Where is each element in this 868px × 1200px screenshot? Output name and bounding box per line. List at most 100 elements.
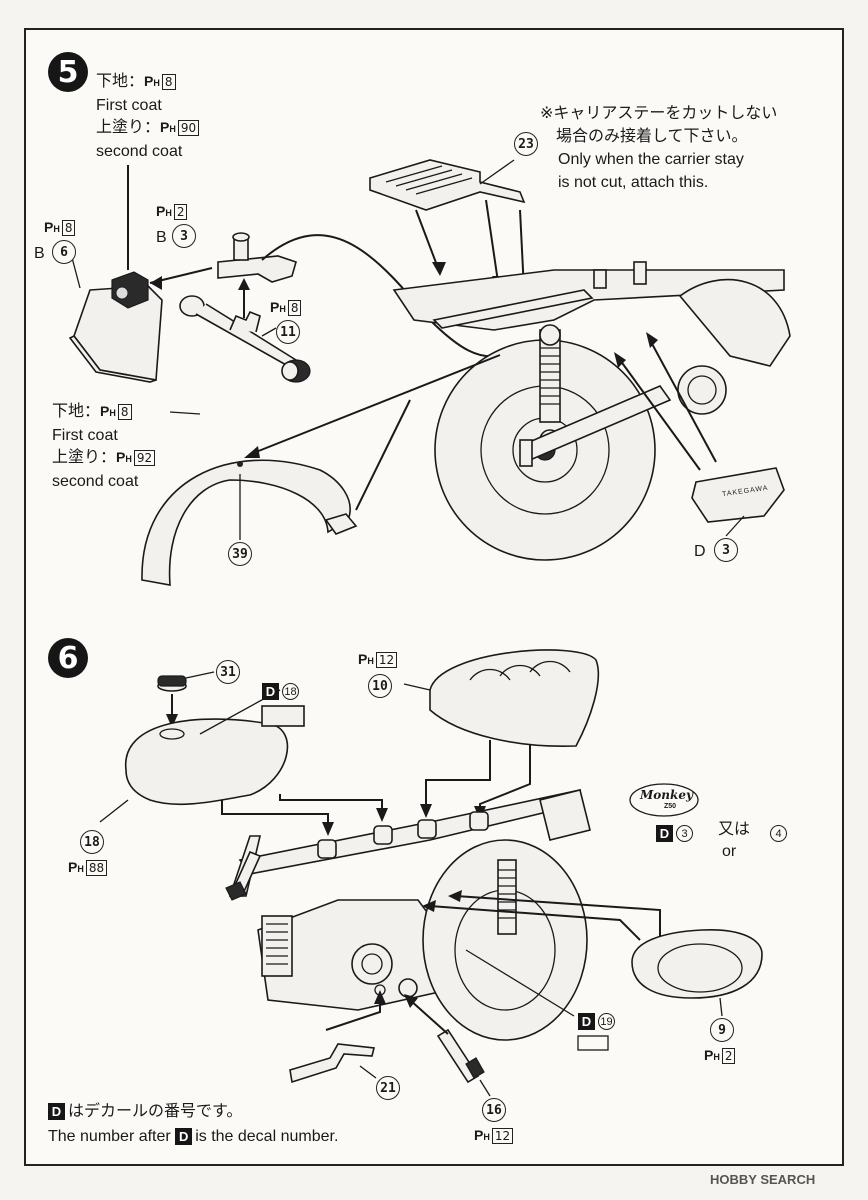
side-decal-alt: 4 bbox=[770, 822, 787, 845]
monkey-badge-sub: Z50 bbox=[664, 803, 677, 810]
paint-prefix: PH bbox=[704, 1047, 720, 1063]
bracket-part bbox=[217, 232, 297, 283]
part-number-39: 39 bbox=[228, 542, 252, 566]
decal-letter: D bbox=[175, 1128, 193, 1146]
paint-code: 2 bbox=[721, 1048, 736, 1064]
spark-plug-part bbox=[436, 1028, 485, 1084]
watermark: HOBBY SEARCH bbox=[710, 1172, 816, 1187]
legend-en-pre: The number after bbox=[48, 1128, 171, 1145]
paint-code: 8 bbox=[61, 220, 76, 236]
paint-code: 12 bbox=[375, 652, 398, 668]
paint-prefix: PH bbox=[44, 219, 60, 235]
paint-top-label: 上塗り： bbox=[52, 449, 117, 466]
paint-prefix: PH bbox=[116, 449, 132, 465]
part-number-31: 31 bbox=[216, 660, 240, 684]
decal-letter: D bbox=[578, 1013, 595, 1031]
part-number-21: 21 bbox=[376, 1076, 400, 1100]
part-number-3-bracket: 3 bbox=[172, 224, 196, 248]
headlight-letter: B bbox=[34, 245, 45, 262]
paint-prefix: PH bbox=[144, 73, 160, 89]
carrier-note-jp-1: ※キャリアステーをカットしない bbox=[540, 105, 778, 122]
engine-part bbox=[257, 899, 467, 1011]
paint-prefix: PH bbox=[68, 859, 84, 875]
paint-code: 88 bbox=[85, 860, 108, 876]
paint-base-label: 下地： bbox=[52, 403, 101, 420]
part-number-10: 10 bbox=[368, 674, 392, 698]
carrier-note-en-1: Only when the carrier stay bbox=[558, 151, 744, 168]
paint-code: 2 bbox=[173, 204, 188, 220]
paint-prefix: PH bbox=[100, 403, 116, 419]
monkey-badge-text: Monkey bbox=[640, 788, 693, 802]
side-cover-letter: D bbox=[694, 543, 706, 560]
side-decal-or-jp: 又は bbox=[718, 821, 751, 838]
headlight-mount-part bbox=[111, 271, 149, 309]
part-number-23: 23 bbox=[514, 132, 538, 156]
decal-number: 19 bbox=[598, 1013, 615, 1031]
paint-prefix: PH bbox=[156, 203, 172, 219]
step-number-6: 6 bbox=[48, 638, 88, 678]
paint-code: 12 bbox=[491, 1128, 514, 1144]
side-cover-part bbox=[691, 467, 785, 523]
rear-fender-part bbox=[141, 459, 358, 586]
decal-number: 4 bbox=[770, 825, 787, 843]
part-number-3-cover: 3 bbox=[714, 538, 738, 562]
paint-top-label: 上塗り： bbox=[96, 119, 161, 136]
paint-prefix: PH bbox=[358, 651, 374, 667]
decal-letter: D bbox=[656, 825, 673, 843]
paint-code: 8 bbox=[117, 404, 132, 420]
part-number-6: 6 bbox=[52, 240, 76, 264]
paint-code: 92 bbox=[133, 450, 156, 466]
carrier-rack-part bbox=[369, 159, 526, 211]
fender-second-coat: second coat bbox=[52, 473, 139, 490]
legend-en-post: is the decal number. bbox=[195, 1128, 339, 1145]
side-cover-part-9 bbox=[631, 929, 763, 999]
second-coat-label: second coat bbox=[96, 143, 183, 160]
decal-letter: D bbox=[262, 683, 279, 701]
paint-code: 8 bbox=[161, 74, 176, 90]
paint-prefix: PH bbox=[474, 1127, 490, 1143]
side-decal-or-en: or bbox=[722, 843, 737, 860]
carrier-note-en-2: is not cut, attach this. bbox=[558, 174, 709, 191]
fender-first-coat: First coat bbox=[52, 427, 118, 444]
paint-code: 90 bbox=[177, 120, 200, 136]
brake-pedal-part bbox=[289, 1043, 375, 1084]
part-number-16: 16 bbox=[482, 1098, 506, 1122]
legend-jp-text: はデカールの番号です。 bbox=[68, 1103, 243, 1120]
rear-wheel-step6 bbox=[422, 839, 588, 1041]
step-number-5: 5 bbox=[48, 52, 88, 92]
part-number-11: 11 bbox=[276, 320, 300, 344]
seat-part bbox=[429, 649, 600, 748]
fuel-tank-part bbox=[125, 718, 289, 806]
decal-number: 18 bbox=[282, 683, 299, 701]
paint-code: 8 bbox=[287, 300, 302, 316]
decal-letter: D bbox=[48, 1103, 65, 1121]
decal-number: 3 bbox=[676, 825, 693, 843]
part-number-18: 18 bbox=[80, 830, 104, 854]
part-number-9: 9 bbox=[710, 1018, 734, 1042]
first-coat-label: First coat bbox=[96, 97, 162, 114]
paint-base-label: 下地： bbox=[96, 73, 145, 90]
frame-rear bbox=[392, 261, 791, 415]
carrier-note-jp-2: 場合のみ接着して下さい。 bbox=[556, 128, 748, 145]
bracket-letter: B bbox=[156, 229, 167, 246]
stay-part bbox=[179, 295, 311, 383]
paint-prefix: PH bbox=[270, 299, 286, 315]
fuel-cap-part bbox=[157, 675, 187, 692]
paint-prefix: PH bbox=[160, 119, 176, 135]
